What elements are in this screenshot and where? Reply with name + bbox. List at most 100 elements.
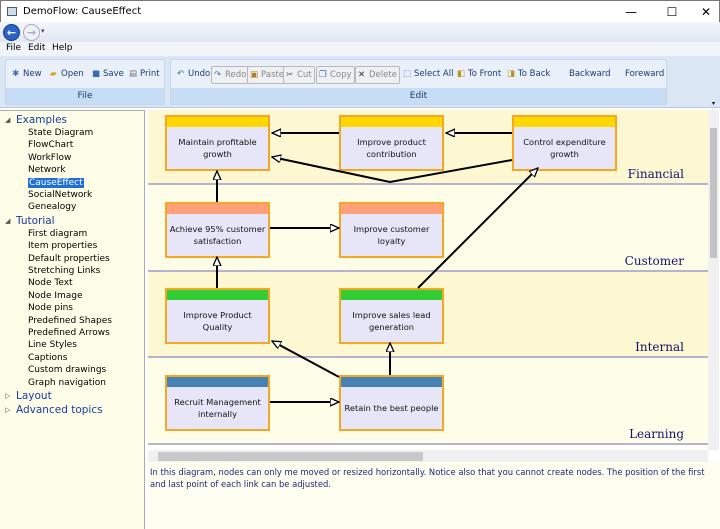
diagram-node[interactable]: Improve sales lead generation: [339, 288, 444, 344]
node-text: Maintain profitable growth: [178, 137, 257, 159]
to-back-button[interactable]: ◨To Back: [505, 66, 552, 84]
tree-item[interactable]: Captions: [28, 352, 68, 363]
edit-group-caption: Edit: [171, 88, 666, 104]
node-header: [514, 117, 615, 127]
file-group-caption: File: [6, 88, 164, 104]
tree-section[interactable]: Examples: [16, 114, 68, 126]
to-back-icon: ◨: [507, 69, 516, 79]
tree-item[interactable]: SocialNetwork: [28, 190, 93, 200]
menu-file[interactable]: File: [6, 43, 22, 53]
tree-section[interactable]: Layout: [16, 390, 52, 402]
undo-icon: ↶: [177, 69, 185, 79]
horizontal-scrollbar[interactable]: [148, 450, 708, 462]
node-text: Improve customer loyalty: [353, 224, 430, 246]
tree-item[interactable]: Predefined Arrows: [28, 328, 110, 338]
redo-button[interactable]: ↷Redo: [211, 66, 250, 84]
swimlane-label: Internal: [635, 340, 684, 354]
undo-button[interactable]: ↶Undo: [175, 66, 212, 84]
tree-item[interactable]: Line Styles: [28, 340, 77, 351]
close-button[interactable]: ✕: [700, 5, 712, 19]
node-text: Improve Product Quality: [183, 310, 252, 332]
copy-icon: ❐: [319, 70, 327, 80]
tree-item[interactable]: Stretching Links: [28, 266, 101, 276]
swimlane-label: Financial: [627, 167, 684, 181]
diagram-node[interactable]: Recruit Management internally: [165, 375, 270, 431]
menu-bar: File Edit Help: [0, 42, 720, 56]
cut-button[interactable]: ✂Cut: [283, 66, 315, 84]
back-button[interactable]: ←: [3, 24, 20, 41]
menu-help[interactable]: Help: [52, 43, 73, 53]
tree-item[interactable]: Node Image: [28, 290, 83, 301]
delete-icon: ✕: [358, 70, 366, 80]
tree-item[interactable]: FlowChart: [28, 140, 74, 151]
diagram-node[interactable]: Improve customer loyalty: [339, 202, 444, 258]
menu-edit[interactable]: Edit: [28, 43, 46, 53]
tree-item[interactable]: Graph navigation: [28, 377, 106, 388]
minimize-button[interactable]: —: [625, 5, 637, 19]
tree-item[interactable]: CauseEffect: [28, 177, 84, 188]
redo-icon: ↷: [214, 70, 222, 80]
tree-item[interactable]: State Diagram: [28, 128, 94, 138]
title-bar: DemoFlow: CauseEffect — ☐ ✕: [0, 0, 720, 22]
paste-icon: ▣: [250, 70, 259, 80]
history-dropdown[interactable]: ▾: [41, 27, 45, 35]
expand-icon[interactable]: ▷: [5, 406, 11, 414]
expand-icon[interactable]: ▷: [5, 392, 11, 400]
tree-item[interactable]: Predefined Shapes: [28, 315, 112, 326]
node-text: Retain the best people: [344, 403, 439, 413]
tree-item[interactable]: Default properties: [28, 253, 110, 264]
horizontal-scroll-thumb[interactable]: [158, 452, 423, 461]
ribbon-collapse-icon[interactable]: ▾: [712, 100, 716, 107]
tree-item[interactable]: Node Text: [28, 278, 73, 289]
tree-item[interactable]: Custom drawings: [28, 365, 107, 376]
diagram-node[interactable]: Improve product contribution: [339, 115, 444, 171]
tree-item[interactable]: Node pins: [28, 303, 73, 314]
cut-icon: ✂: [286, 70, 294, 80]
edit-group: ↶Undo ↷Redo ▣Paste ✂Cut ❐Copy ✕Delete ⬚S…: [170, 59, 667, 105]
tree-item[interactable]: First diagram: [28, 228, 88, 239]
navigation-bar: ← → ▾: [0, 22, 720, 42]
app-icon: [7, 7, 17, 16]
tree-section[interactable]: Advanced topics: [16, 404, 103, 416]
diagram-node[interactable]: Retain the best people: [339, 375, 444, 431]
select-all-button[interactable]: ⬚Select All: [401, 66, 455, 84]
node-header: [341, 117, 442, 127]
backward-button[interactable]: Backward: [569, 69, 611, 79]
paste-button[interactable]: ▣Paste: [247, 66, 287, 84]
vertical-scroll-thumb[interactable]: [710, 128, 717, 258]
print-button[interactable]: ▤Print: [127, 66, 162, 84]
diagram-node[interactable]: Maintain profitable growth: [165, 115, 270, 171]
node-text: Recruit Management internally: [174, 397, 261, 419]
select-all-icon: ⬚: [403, 69, 412, 79]
foreward-button[interactable]: Foreward: [625, 69, 665, 79]
tree-item[interactable]: Network: [28, 165, 66, 176]
open-folder-icon: ▰: [50, 69, 57, 79]
tree-item[interactable]: Genealogy: [28, 202, 77, 213]
tree-item[interactable]: Item properties: [28, 241, 98, 252]
link-arrow[interactable]: [417, 168, 538, 289]
vertical-scrollbar[interactable]: [708, 110, 719, 450]
node-text: Improve product contribution: [357, 137, 426, 159]
copy-button[interactable]: ❐Copy: [316, 66, 355, 84]
link-arrow[interactable]: [272, 157, 513, 184]
node-header: [167, 290, 268, 300]
to-front-button[interactable]: ◧To Front: [455, 66, 503, 84]
maximize-button[interactable]: ☐: [666, 5, 678, 19]
save-button[interactable]: ■Save: [90, 66, 126, 84]
diagram-node[interactable]: Improve Product Quality: [165, 288, 270, 344]
link-arrow[interactable]: [272, 340, 340, 378]
node-text: Control expenditure growth: [523, 137, 606, 159]
collapse-icon[interactable]: ◢: [5, 116, 11, 124]
open-button[interactable]: ▰Open: [48, 66, 86, 84]
diagram-node[interactable]: Achieve 95% customer satisfaction: [165, 202, 270, 258]
to-front-icon: ◧: [457, 69, 466, 79]
window-title: DemoFlow: CauseEffect: [23, 6, 142, 17]
forward-button[interactable]: →: [23, 24, 40, 41]
diagram-node[interactable]: Control expenditure growth: [512, 115, 617, 171]
collapse-icon[interactable]: ◢: [5, 216, 11, 225]
tree-section[interactable]: Tutorial: [16, 214, 55, 227]
new-button[interactable]: ✱New: [10, 66, 44, 84]
delete-button[interactable]: ✕Delete: [355, 66, 400, 84]
tree-item[interactable]: WorkFlow: [28, 152, 72, 163]
